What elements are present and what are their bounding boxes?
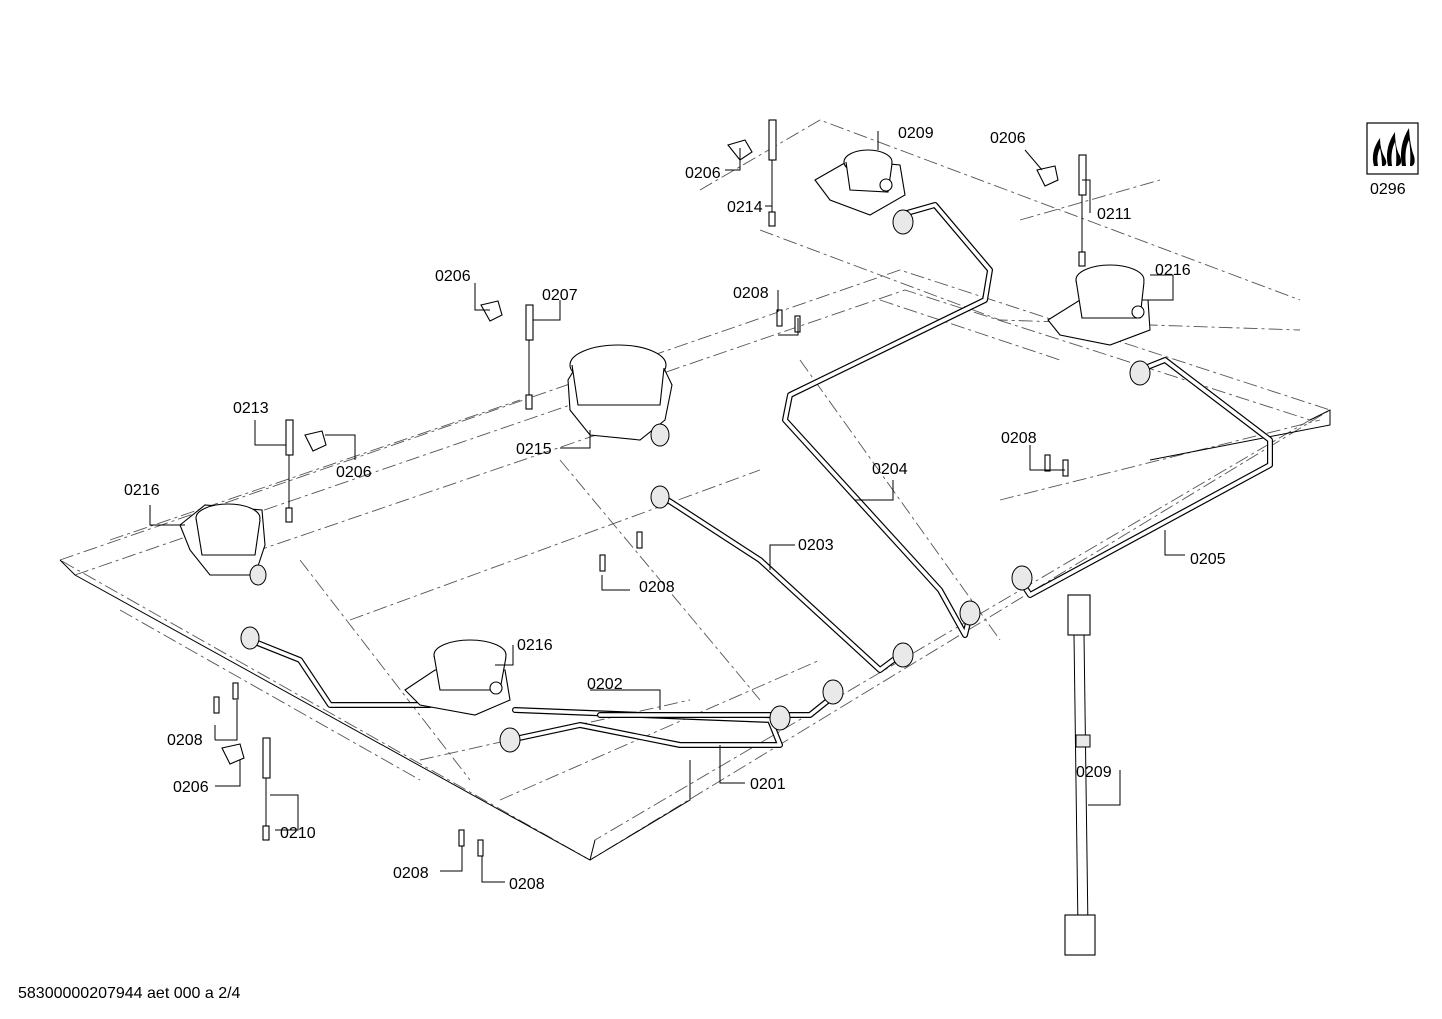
leader-lines	[149, 131, 1185, 883]
drawing-reference: 58300000207944 aet 000 a 2/4	[18, 985, 241, 1002]
label-0216-left: 0216	[124, 482, 160, 499]
label-0209-harness: 0209	[1076, 764, 1112, 781]
burner-0216-right	[1047, 264, 1151, 346]
label-0215: 0215	[516, 441, 552, 458]
label-0296: 0296	[1370, 181, 1406, 198]
label-0208-a: 0208	[733, 285, 769, 302]
gas-pipes	[247, 202, 1273, 748]
label-0206-left: 0206	[336, 464, 372, 481]
label-0208-left: 0208	[167, 732, 203, 749]
label-0216-bottom: 0216	[517, 637, 553, 654]
label-0211: 0211	[1097, 206, 1132, 223]
pipe-nuts	[240, 209, 1151, 753]
label-0214: 0214	[727, 199, 763, 216]
label-0213: 0213	[233, 400, 269, 417]
electrodes	[262, 119, 1087, 841]
label-0202: 0202	[587, 676, 623, 693]
label-0204: 0204	[872, 461, 908, 478]
burner-0215-center	[567, 344, 673, 447]
label-0201: 0201	[750, 776, 786, 793]
electrode-clips	[221, 139, 1059, 765]
label-0206-bottom: 0206	[173, 779, 209, 796]
label-0208-right: 0208	[1001, 430, 1037, 447]
burner-0209-top	[814, 149, 906, 216]
label-0203: 0203	[798, 537, 834, 554]
label-0206-mid: 0206	[435, 268, 471, 285]
gas-flame-icon	[1366, 122, 1419, 175]
chassis-frame	[58, 119, 1332, 861]
label-0210: 0210	[280, 825, 316, 842]
label-0208-center: 0208	[639, 579, 675, 596]
part-labels: 0209 0206 0214 0206 0211 0296 0208 0216 …	[124, 125, 1406, 893]
burner-0216-left	[179, 503, 267, 586]
burner-0216-bottom	[404, 639, 511, 716]
label-0216-right: 0216	[1155, 262, 1191, 279]
label-0206-top-right: 0206	[990, 130, 1026, 147]
label-0208-bottom-2: 0208	[509, 876, 545, 893]
label-0208-bottom-1: 0208	[393, 865, 429, 882]
label-0209-top: 0209	[898, 125, 934, 142]
label-0205: 0205	[1190, 551, 1226, 568]
label-0207: 0207	[542, 287, 578, 304]
wiring-harness	[1064, 594, 1096, 956]
label-0206-top-left: 0206	[685, 165, 721, 182]
